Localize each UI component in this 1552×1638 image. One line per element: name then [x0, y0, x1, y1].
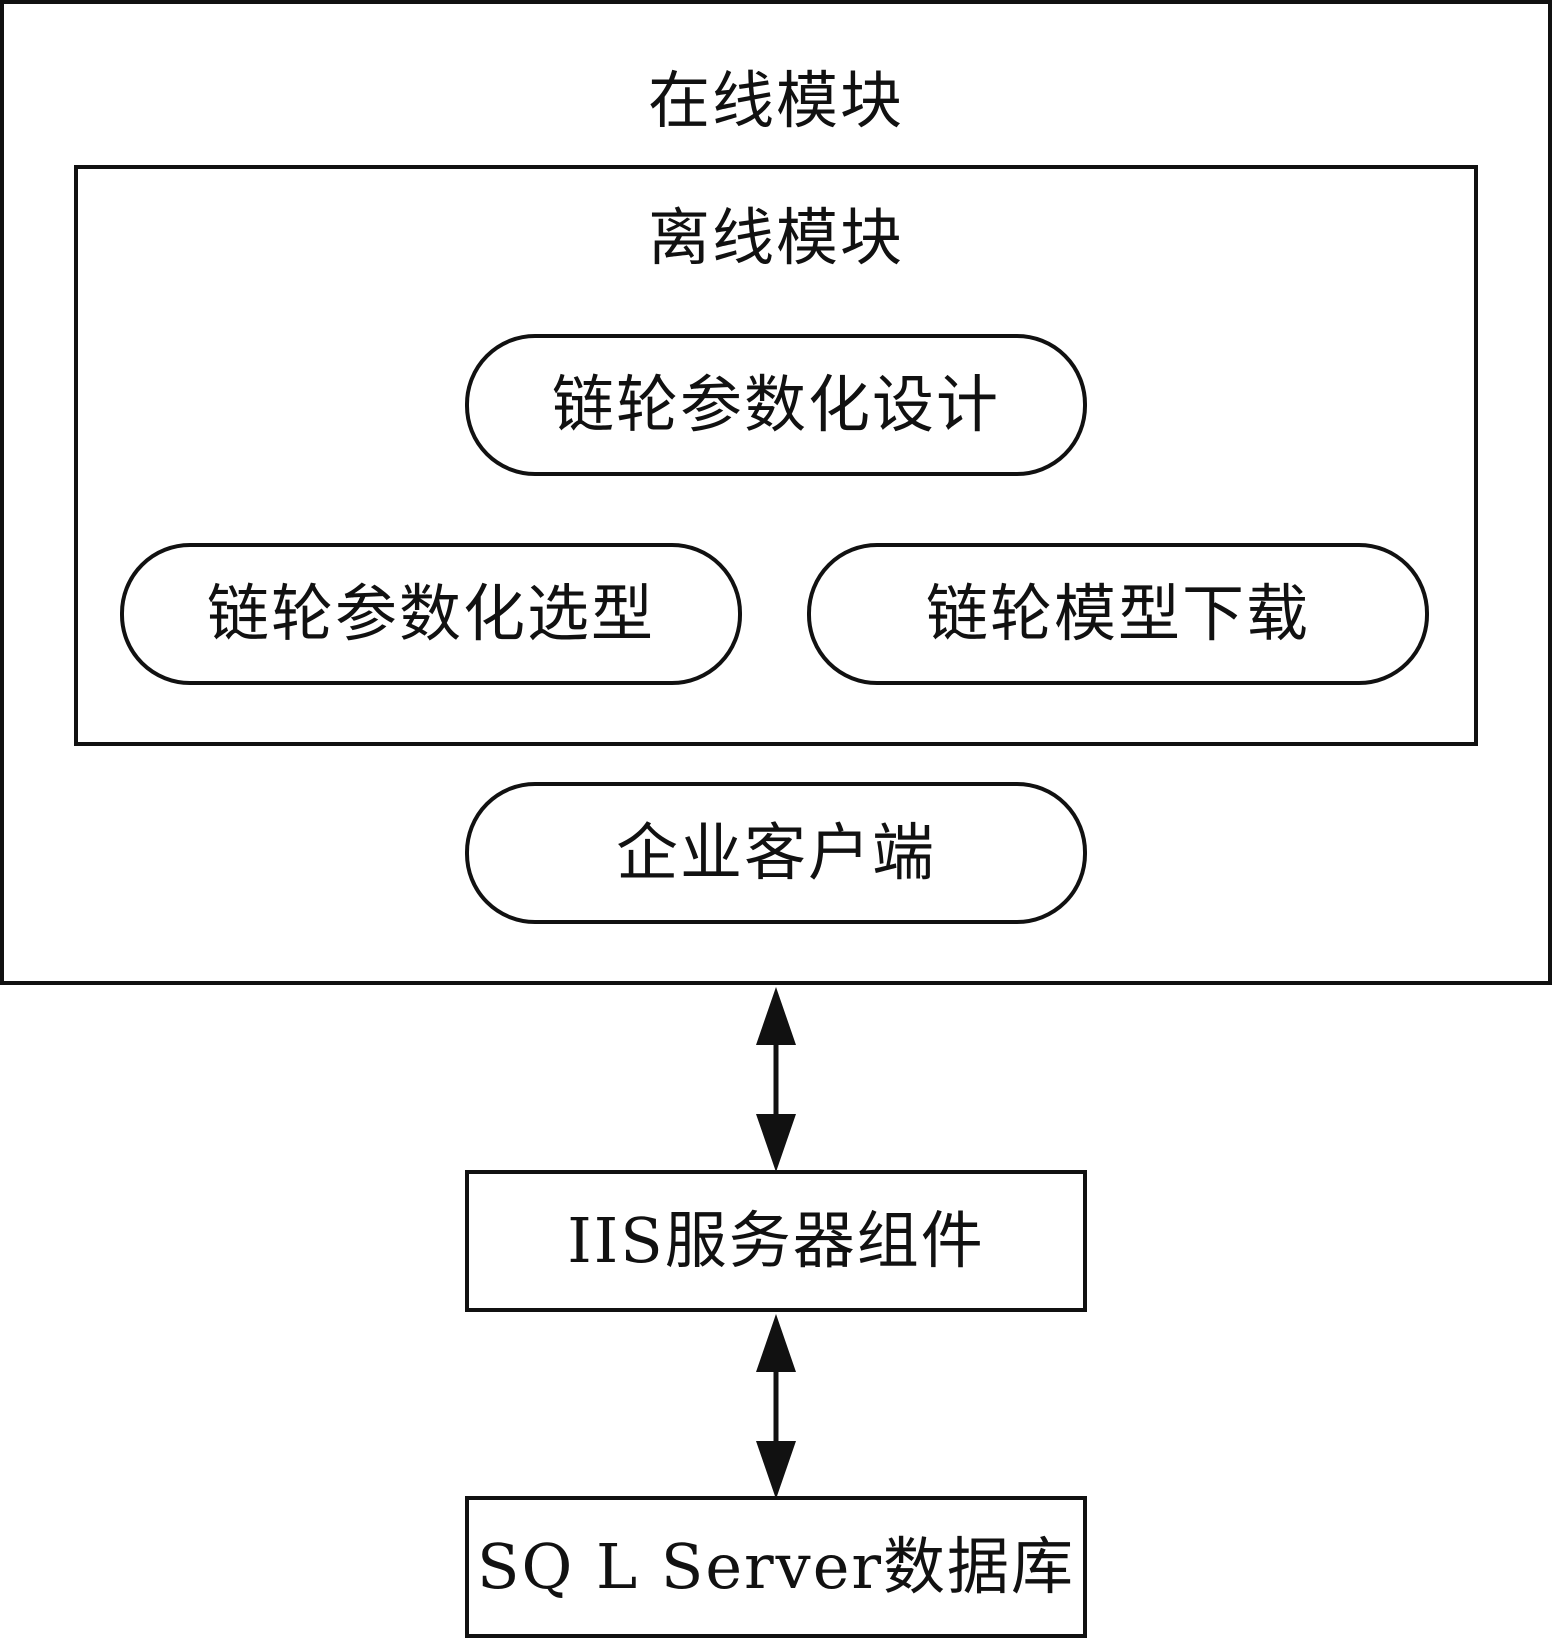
sprocket-parametric-selection-label: 链轮参数化选型 [206, 577, 655, 650]
sql-server-database-box: SQ L Server数据库 [465, 1496, 1087, 1638]
iis-database-arrowhead-up [756, 1314, 796, 1372]
iis-database-arrowhead-down [756, 1441, 796, 1499]
online-module-title: 在线模块 [647, 64, 904, 137]
sql-server-database-label: SQ L Server数据库 [476, 1530, 1076, 1603]
sprocket-model-download-label: 链轮模型下载 [925, 577, 1310, 650]
sprocket-parametric-selection-node: 链轮参数化选型 [120, 543, 742, 685]
sprocket-model-download-node: 链轮模型下载 [807, 543, 1429, 685]
sprocket-parametric-design-label: 链轮参数化设计 [551, 368, 1000, 441]
iis-server-component-label: IIS服务器组件 [567, 1204, 985, 1277]
offline-module-title: 离线模块 [647, 201, 904, 274]
online-iis-arrowhead-up [756, 987, 796, 1045]
sprocket-parametric-design-node: 链轮参数化设计 [465, 334, 1087, 476]
online-iis-arrowhead-down [756, 1114, 796, 1172]
online-iis-bidirectional-arrow [756, 987, 796, 1172]
enterprise-client-node: 企业客户端 [465, 782, 1087, 924]
iis-database-bidirectional-arrow [756, 1314, 796, 1499]
iis-server-component-box: IIS服务器组件 [465, 1170, 1087, 1312]
enterprise-client-label: 企业客户端 [615, 816, 936, 889]
